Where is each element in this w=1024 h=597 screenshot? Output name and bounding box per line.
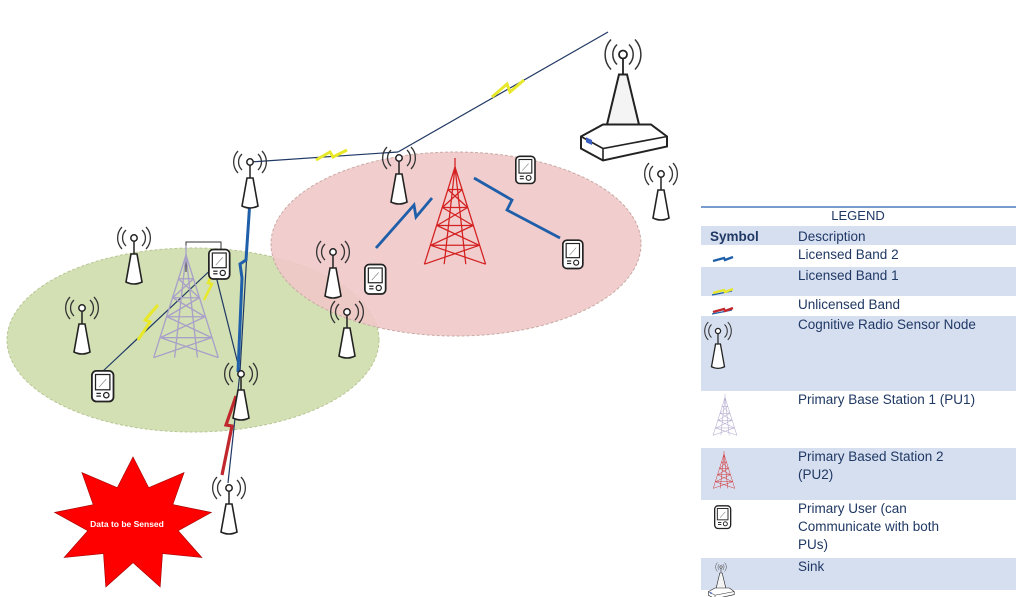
primary-user-icon bbox=[90, 369, 115, 403]
primary-user-icon bbox=[363, 263, 387, 295]
band-bolts bbox=[136, 78, 561, 476]
primary-user-icon bbox=[713, 505, 732, 530]
legend-description-header: Description bbox=[798, 229, 866, 244]
pu2-coverage-zone bbox=[270, 151, 642, 337]
unlicensed-band-link bbox=[220, 395, 238, 476]
licensed-band-2-link bbox=[473, 176, 561, 240]
legend-description: Primary User (can bbox=[798, 501, 907, 516]
licensed-band-2-icon bbox=[712, 255, 734, 263]
legend-description: (PU2) bbox=[798, 467, 833, 482]
sensor-node-icon bbox=[211, 476, 247, 535]
legend-row: Primary Based Station 2 (PU2) bbox=[701, 448, 1016, 500]
primary-user-icon bbox=[561, 239, 584, 270]
legend-description: Primary Base Station 1 (PU1) bbox=[798, 392, 975, 407]
legend-description: Licensed Band 1 bbox=[798, 268, 899, 283]
licensed-band-1-link bbox=[491, 78, 525, 99]
sensor-node-icon bbox=[643, 162, 679, 221]
unlicensed-band-icon bbox=[712, 306, 734, 314]
licensed-band-2-link bbox=[236, 199, 252, 373]
legend-row: Primary Base Station 1 (PU1) bbox=[712, 392, 975, 436]
legend-header-row bbox=[701, 226, 1016, 245]
legend-title: LEGEND bbox=[831, 208, 884, 223]
legend-description: Communicate with both bbox=[798, 519, 939, 534]
legend-description: Licensed Band 2 bbox=[798, 247, 899, 262]
star-label: Data to be Sensed bbox=[90, 519, 164, 529]
licensed-band-2-link bbox=[374, 197, 434, 249]
legend-symbol-header: Symbol bbox=[710, 229, 759, 244]
legend-row: Licensed Band 1 bbox=[701, 267, 1016, 296]
legend: LEGEND Symbol Description Licensed Band … bbox=[701, 206, 1016, 597]
licensed-band-1-link bbox=[136, 304, 160, 341]
legend-description: Primary Based Station 2 bbox=[798, 449, 944, 464]
legend-row: Licensed Band 2 bbox=[712, 247, 899, 263]
sink-icon bbox=[579, 38, 669, 162]
primary-user-icon bbox=[514, 155, 536, 185]
legend-row: Cognitive Radio Sensor Node bbox=[701, 316, 1016, 391]
primary-user-icon bbox=[207, 248, 231, 280]
data-to-be-sensed-star: Data to be Sensed bbox=[53, 456, 213, 588]
legend-row: Sink bbox=[701, 558, 1016, 597]
legend-description: Cognitive Radio Sensor Node bbox=[798, 317, 976, 332]
legend-description: Unlicensed Band bbox=[798, 297, 900, 312]
licensed-band-1-link bbox=[315, 148, 348, 162]
legend-row: Unlicensed Band bbox=[711, 297, 900, 315]
sensor-node-icon bbox=[232, 150, 268, 209]
pu1-tower-icon bbox=[712, 393, 738, 436]
licensed-band-1-icon bbox=[712, 287, 734, 295]
legend-description: Sink bbox=[798, 559, 825, 574]
legend-description: PUs) bbox=[798, 537, 828, 552]
